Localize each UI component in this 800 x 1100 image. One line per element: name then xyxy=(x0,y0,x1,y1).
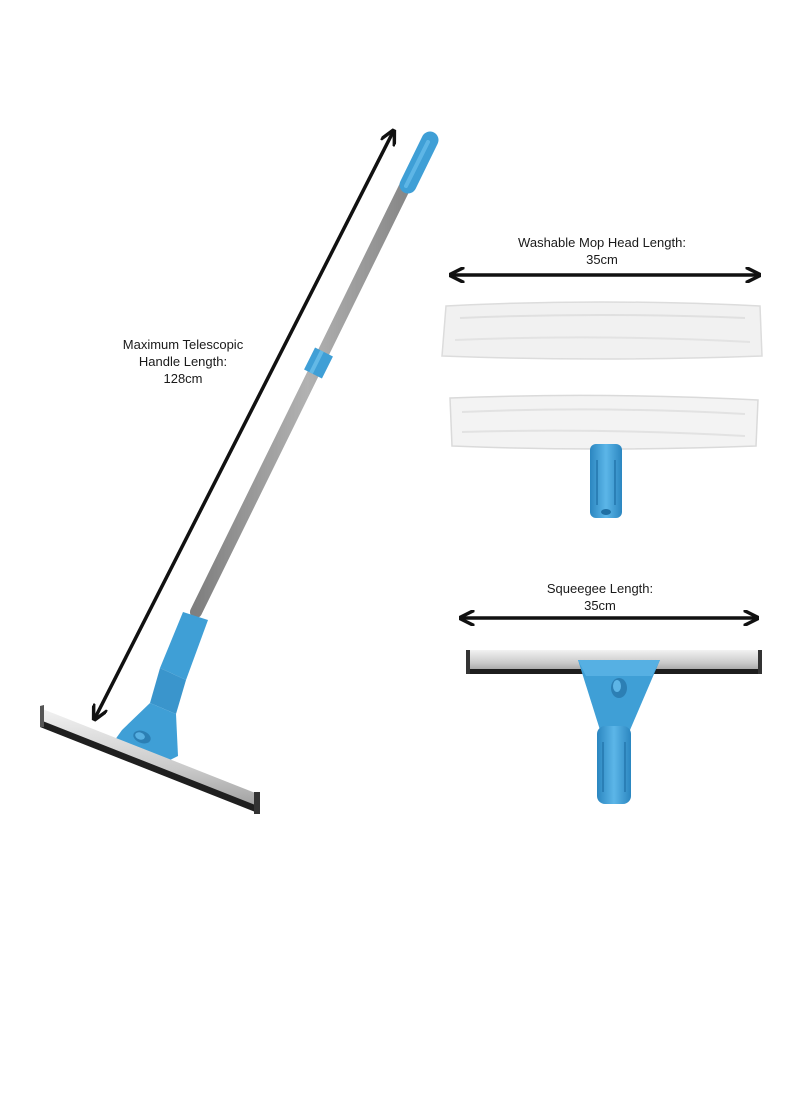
mop-label-line1: Washable Mop Head Length: xyxy=(518,235,686,250)
squeegee-group xyxy=(462,618,762,804)
mop-head-group xyxy=(441,275,763,518)
squeegee-label-line1: Squeegee Length: xyxy=(546,581,654,596)
squeegee-label-line2: 35cm xyxy=(584,598,616,613)
telescopic-pole xyxy=(190,152,425,618)
telescopic-squeegee xyxy=(40,131,439,814)
handle-length-label: Maximum Telescopic Handle Length: 128cm xyxy=(98,336,268,387)
squeegee-blade xyxy=(40,705,260,814)
handle-label-line3: 128cm xyxy=(163,371,203,386)
mop-cloth-back xyxy=(449,394,759,450)
squeegee-length-label: Squeegee Length: 35cm xyxy=(520,580,680,614)
mop-label-line2: 35cm xyxy=(586,252,618,267)
mop-cloth-front xyxy=(441,301,763,360)
mop-head-length-label: Washable Mop Head Length: 35cm xyxy=(492,234,712,268)
handle-label-line2: Handle Length: xyxy=(138,354,228,369)
squeegee-handle-detached xyxy=(578,660,660,804)
pole-lock-collar xyxy=(304,347,333,379)
pole-top-grip xyxy=(399,131,439,194)
handle-label-line1: Maximum Telescopic xyxy=(122,337,244,352)
mop-handle-stub xyxy=(590,444,622,518)
squeegee-head xyxy=(112,612,208,765)
handle-length-arrow xyxy=(95,132,393,718)
